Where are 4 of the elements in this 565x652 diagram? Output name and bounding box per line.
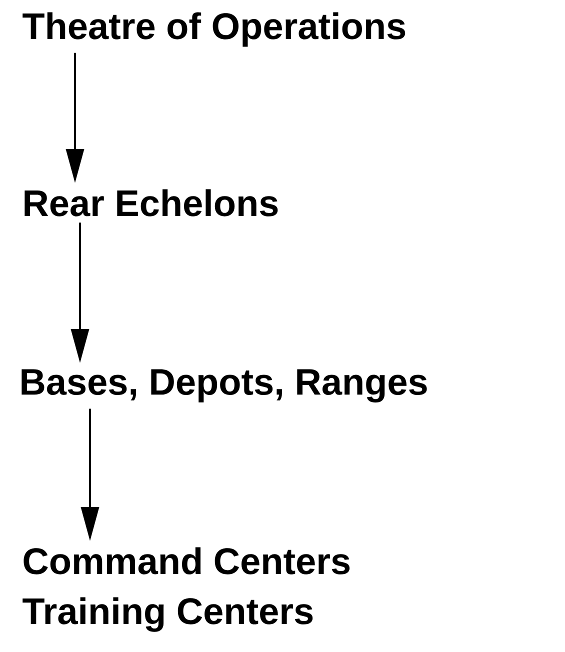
label-text: Command Centers Training Centers — [22, 547, 350, 632]
label-text: Theatre of Operations — [22, 12, 406, 47]
label-text: Bases, Depots, Ranges — [22, 369, 427, 402]
label-text: Rear Echelons — [24, 189, 278, 216]
